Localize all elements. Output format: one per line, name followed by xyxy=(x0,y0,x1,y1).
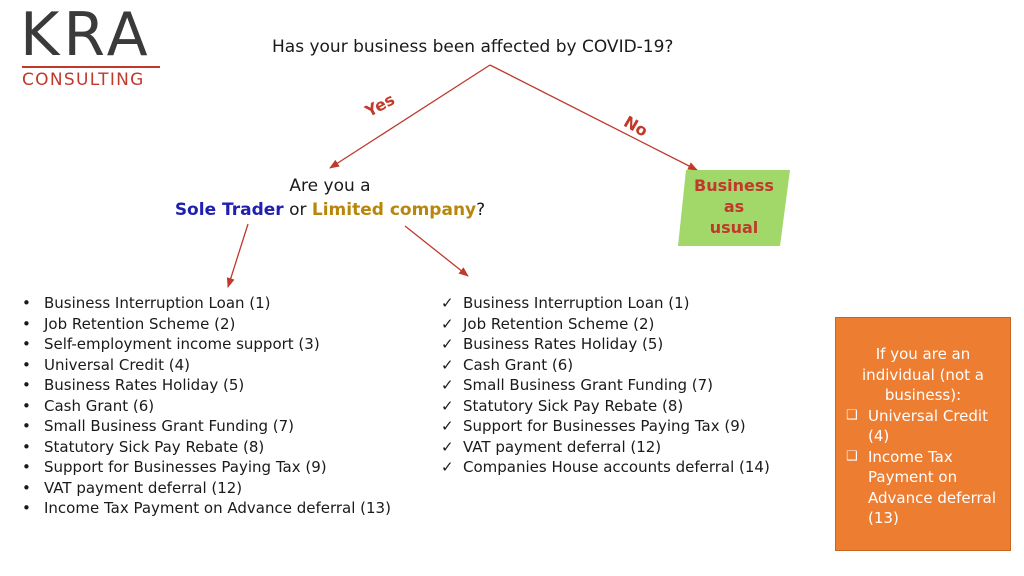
check-icon: ✓ xyxy=(441,437,454,456)
list-item: ✓ Companies House accounts deferral (14) xyxy=(437,457,770,478)
question-line-2: Sole Trader or Limited company? xyxy=(160,198,500,222)
list-item-text: Statutory Sick Pay Rebate (8) xyxy=(44,437,265,456)
checkbox-icon: ❑ xyxy=(846,448,858,464)
list-item: • Support for Businesses Paying Tax (9) xyxy=(18,457,391,478)
usual-line: usual xyxy=(709,218,759,237)
list-item: • Income Tax Payment on Advance deferral … xyxy=(18,498,391,519)
list-item: • Job Retention Scheme (2) xyxy=(18,314,391,335)
bullet-icon: • xyxy=(22,437,31,456)
list-item-text: Support for Businesses Paying Tax (9) xyxy=(463,417,746,435)
bullet-icon: • xyxy=(22,458,31,476)
list-item: • Business Rates Holiday (5) xyxy=(18,375,391,396)
bullet-icon: • xyxy=(22,355,31,374)
question-covid: Has your business been affected by COVID… xyxy=(272,37,674,57)
individual-support-box: If you are an individual (not a business… xyxy=(835,317,1011,551)
list-item: • Universal Credit (4) xyxy=(18,355,391,376)
list-item: • Cash Grant (6) xyxy=(18,396,391,417)
list-item: ✓ Small Business Grant Funding (7) xyxy=(437,375,770,396)
usual-line: Business xyxy=(694,176,774,195)
list-item: ✓ VAT payment deferral (12) xyxy=(437,437,770,458)
list-item: ❑ Income Tax Payment on Advance deferral … xyxy=(844,447,1002,529)
list-item: ✓ Business Interruption Loan (1) xyxy=(437,293,770,314)
list-item-text: Companies House accounts deferral (14) xyxy=(463,458,770,476)
question-business-type: Are you a Sole Trader or Limited company… xyxy=(160,174,500,222)
list-item: • VAT payment deferral (12) xyxy=(18,478,391,499)
question-line-1: Are you a xyxy=(289,176,371,196)
logo-divider xyxy=(22,66,160,68)
bullet-icon: • xyxy=(22,376,31,394)
list-item: ✓ Support for Businesses Paying Tax (9) xyxy=(437,416,770,437)
list-item-text: Business Interruption Loan (1) xyxy=(463,294,690,312)
list-item: ❑ Universal Credit (4) xyxy=(844,406,1002,447)
bullet-icon: • xyxy=(22,294,31,312)
limited-company-label: Limited company xyxy=(311,200,477,220)
check-icon: ✓ xyxy=(441,396,454,415)
logo-consulting: CONSULTING xyxy=(22,70,145,90)
list-item-text: Universal Credit (4) xyxy=(44,355,190,374)
bullet-icon: • xyxy=(22,478,31,497)
check-icon: ✓ xyxy=(441,335,454,353)
individual-support-list: ❑ Universal Credit (4) ❑ Income Tax Paymen… xyxy=(844,406,1002,529)
check-icon: ✓ xyxy=(441,355,454,374)
list-item-text: Cash Grant (6) xyxy=(44,396,155,415)
list-item-text: Support for Businesses Paying Tax (9) xyxy=(44,458,327,476)
list-item: • Statutory Sick Pay Rebate (8) xyxy=(18,437,391,458)
list-item-text: VAT payment deferral (12) xyxy=(44,478,243,497)
arrow-to-yes xyxy=(329,64,491,169)
list-item-text: VAT payment deferral (12) xyxy=(463,437,662,456)
individual-heading: If you are an individual (not a business… xyxy=(862,345,984,404)
list-item-text: Self-employment income support (3) xyxy=(44,335,320,353)
arrow-to-limited-list xyxy=(404,225,469,277)
business-as-usual-text: Business as usual xyxy=(678,175,790,238)
bullet-icon: • xyxy=(22,499,31,517)
list-item: • Self-employment income support (3) xyxy=(18,334,391,355)
list-item-text: Universal Credit (4) xyxy=(868,406,988,446)
sole-trader-support-list: • Business Interruption Loan (1) • Job Ret… xyxy=(18,293,391,519)
list-item-text: Business Interruption Loan (1) xyxy=(44,294,271,312)
check-icon: ✓ xyxy=(441,417,454,435)
list-item-text: Income Tax Payment on Advance deferral (… xyxy=(868,447,997,528)
check-icon: ✓ xyxy=(441,314,454,333)
check-icon: ✓ xyxy=(441,376,454,394)
check-icon: ✓ xyxy=(441,458,454,476)
or-label: or xyxy=(289,200,307,220)
list-item: • Small Business Grant Funding (7) xyxy=(18,416,391,437)
list-item-text: Cash Grant (6) xyxy=(463,355,574,374)
list-item: ✓ Statutory Sick Pay Rebate (8) xyxy=(437,396,770,417)
bullet-icon: • xyxy=(22,417,31,435)
list-item-text: Job Retention Scheme (2) xyxy=(463,314,655,333)
logo-kra: KRA xyxy=(20,0,152,70)
sole-trader-label: Sole Trader xyxy=(174,200,284,220)
list-item-text: Business Rates Holiday (5) xyxy=(463,335,664,353)
list-item: • Business Interruption Loan (1) xyxy=(18,293,391,314)
arrow-to-no xyxy=(489,64,698,171)
bullet-icon: • xyxy=(22,335,31,353)
list-item-text: Job Retention Scheme (2) xyxy=(44,314,236,333)
list-item-text: Business Rates Holiday (5) xyxy=(44,376,245,394)
list-item-text: Income Tax Payment on Advance deferral (… xyxy=(44,499,391,517)
list-item-text: Small Business Grant Funding (7) xyxy=(463,376,714,394)
list-item: ✓ Business Rates Holiday (5) xyxy=(437,334,770,355)
bullet-icon: • xyxy=(22,314,31,333)
list-item-text: Statutory Sick Pay Rebate (8) xyxy=(463,396,684,415)
checkbox-icon: ❑ xyxy=(846,407,858,423)
list-item-text: Small Business Grant Funding (7) xyxy=(44,417,295,435)
limited-company-support-list: ✓ Business Interruption Loan (1) ✓ Job Ret… xyxy=(437,293,770,478)
usual-line: as xyxy=(723,197,745,216)
business-as-usual-shape xyxy=(678,170,790,246)
bullet-icon: • xyxy=(22,396,31,415)
list-item: ✓ Job Retention Scheme (2) xyxy=(437,314,770,335)
question-mark: ? xyxy=(476,200,486,220)
check-icon: ✓ xyxy=(441,294,454,312)
list-item: ✓ Cash Grant (6) xyxy=(437,355,770,376)
arrow-to-sole-trader-list xyxy=(226,223,249,288)
